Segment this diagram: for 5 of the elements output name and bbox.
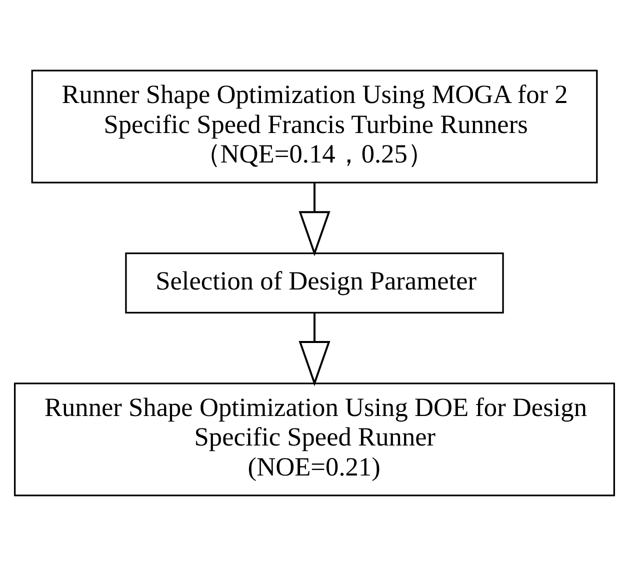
arrow (298, 312, 330, 386)
node-box: Selection of Design Parameter (125, 252, 504, 314)
arrow (298, 182, 330, 256)
node-box: Runner Shape Optimization Using MOGA for 2 Specific Speed Francis Turbine Runners （NQE=0.14，0.25） (31, 70, 598, 184)
node-box: Runner Shape Optimization Using DOE for Design Specific Speed Runner (NOE=0.21) (14, 382, 615, 496)
